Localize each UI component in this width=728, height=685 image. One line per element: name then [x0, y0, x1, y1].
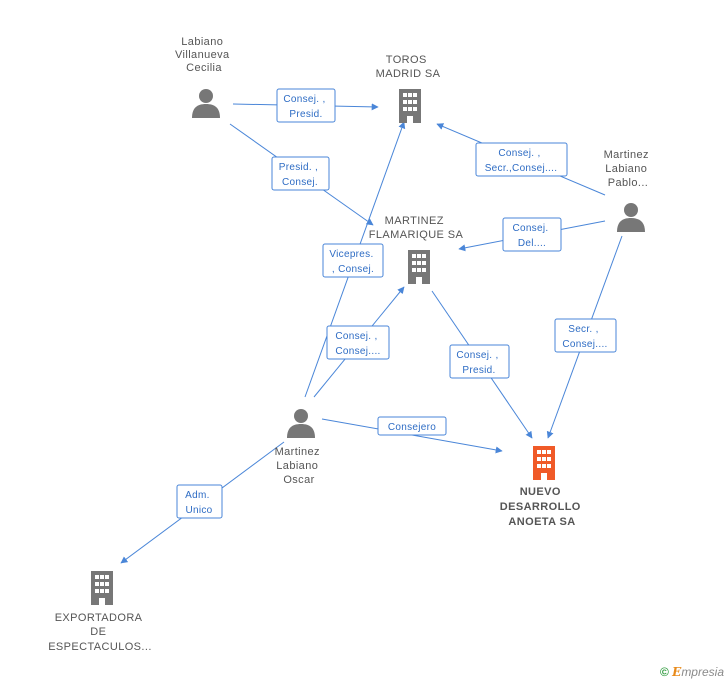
- node-martinez-labiano-oscar[interactable]: Martinez Labiano Oscar: [275, 409, 324, 486]
- edge-label-cecilia-flamarique[interactable]: Presid. , Consej.: [271, 156, 330, 191]
- svg-text:Consejero: Consejero: [388, 422, 436, 433]
- person-icon: [192, 89, 220, 118]
- edge-label-oscar-flamarique[interactable]: Consej. , Consej....: [326, 325, 390, 360]
- edge-label-pablo-toros[interactable]: Consej. , Secr.,Consej....: [475, 142, 568, 177]
- building-icon: [408, 250, 430, 284]
- node-label: Labiano Villanueva Cecilia: [175, 36, 233, 74]
- node-label: Martinez Labiano Pablo...: [604, 149, 653, 189]
- edge-label-pablo-nuevo[interactable]: Secr. , Consej....: [554, 318, 617, 353]
- edge-label-oscar-exportadora[interactable]: Adm. Unico: [176, 484, 223, 519]
- edge-label-flamarique-nuevo[interactable]: Consej. , Presid.: [449, 344, 510, 379]
- node-martinez-flamarique-sa[interactable]: MARTINEZ FLAMARIQUE SA: [369, 215, 464, 284]
- person-icon: [617, 203, 645, 232]
- svg-text:Secr. , Consej....: Secr. , Consej....: [562, 324, 607, 350]
- brand-initial: E: [672, 665, 682, 679]
- edge-label-oscar-nuevo[interactable]: Consejero: [377, 416, 447, 436]
- node-label: Martinez Labiano Oscar: [275, 446, 324, 486]
- svg-text:Consej. , Presid.: Consej. , Presid.: [283, 94, 328, 120]
- node-label: EXPORTADORA DE ESPECTACULOS...: [48, 612, 152, 653]
- node-nuevo-desarrollo-anoeta-sa[interactable]: NUEVO DESARROLLO ANOETA SA: [500, 446, 584, 528]
- copyright-icon: ©: [659, 665, 669, 679]
- empresia-watermark: © Empresia: [660, 665, 724, 679]
- edge-label-cecilia-toros[interactable]: Consej. , Presid.: [276, 88, 336, 123]
- svg-text:Adm. Unico: Adm. Unico: [185, 490, 213, 516]
- svg-text:Vicepres. , Consej.: Vicepres. , Consej.: [329, 249, 376, 275]
- svg-text:Presid. , Consej.: Presid. , Consej.: [279, 162, 321, 188]
- svg-text:Consej. , Consej....: Consej. , Consej....: [335, 331, 380, 357]
- brand-name: mpresia: [681, 665, 724, 679]
- svg-text:Consej. Del....: Consej. Del....: [512, 223, 551, 249]
- node-label: MARTINEZ FLAMARIQUE SA: [369, 215, 464, 241]
- svg-text:Consej. , Presid.: Consej. , Presid.: [456, 350, 501, 376]
- svg-text:Consej. , Secr.,Consej..: Consej. , Secr.,Consej....: [485, 148, 558, 174]
- building-icon: [399, 89, 421, 123]
- node-label: TOROS MADRID SA: [376, 54, 441, 80]
- person-icon: [287, 409, 315, 438]
- building-icon: [533, 446, 555, 480]
- node-toros-madrid-sa[interactable]: TOROS MADRID SA: [376, 54, 441, 123]
- building-icon: [91, 571, 113, 605]
- edge-label-pablo-flamarique[interactable]: Consej. Del....: [502, 217, 562, 252]
- node-exportadora-de-espectaculos[interactable]: EXPORTADORA DE ESPECTACULOS...: [48, 571, 152, 653]
- node-label: NUEVO DESARROLLO ANOETA SA: [500, 486, 584, 528]
- node-labiano-villanueva-cecilia[interactable]: Labiano Villanueva Cecilia: [175, 36, 233, 118]
- node-martinez-labiano-pablo[interactable]: Martinez Labiano Pablo...: [604, 149, 653, 232]
- edge-label-oscar-toros[interactable]: Vicepres. , Consej.: [322, 243, 384, 278]
